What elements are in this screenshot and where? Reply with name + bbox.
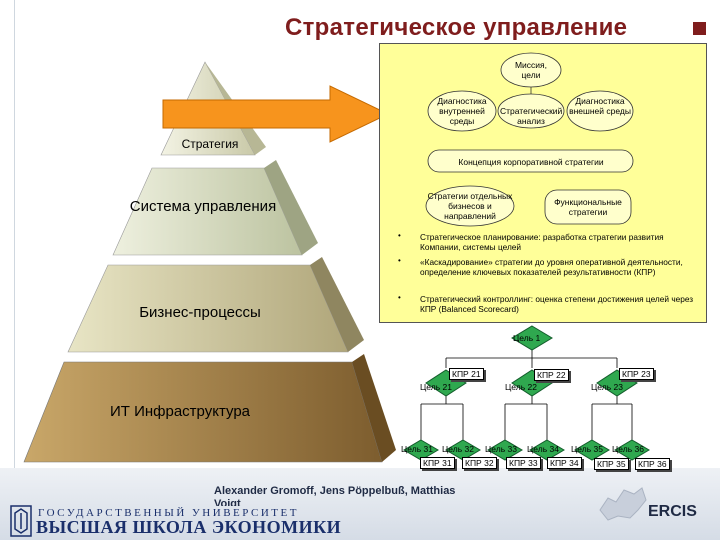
concept-box bbox=[427, 149, 634, 173]
strategy-arrow bbox=[162, 85, 390, 143]
goal-21-label: Цель 21 bbox=[420, 382, 452, 392]
kpi-23-box: КПР 23 bbox=[619, 368, 654, 380]
goal-23-label: Цель 23 bbox=[591, 382, 623, 392]
functional-strategies-label: Функциональные стратегии bbox=[554, 197, 622, 217]
kpi-34-box: КПР 34 bbox=[547, 457, 582, 469]
bullet-controlling: Стратегический контроллинг: оценка степе… bbox=[420, 294, 694, 314]
university-name-bottom: ВЫСШАЯ ШКОЛА ЭКОНОМИКИ bbox=[36, 517, 342, 537]
left-rule bbox=[14, 0, 15, 540]
goal-31-label: Цель 31 bbox=[401, 444, 433, 454]
pyramid-label-management: Система управления bbox=[129, 198, 277, 215]
kpi-32-box: КПР 32 bbox=[462, 457, 497, 469]
kpi-33-box: КПР 33 bbox=[506, 457, 541, 469]
slide-title: Стратегическое управление bbox=[285, 14, 628, 41]
kpi-22-box: КПР 22 bbox=[534, 369, 569, 381]
footer-authors-cont: Voigt bbox=[214, 498, 241, 506]
concept-label: Концепция корпоративной стратегии bbox=[458, 157, 604, 167]
goal-36-label: Цель 36 bbox=[612, 444, 644, 454]
bullet-marker: • bbox=[398, 256, 401, 265]
pyramid-tier-management-side bbox=[264, 160, 318, 255]
business-strategies-ellipse bbox=[425, 185, 515, 227]
footer-band bbox=[0, 468, 720, 540]
strategic-analysis-label: Стратегический анализ bbox=[500, 106, 563, 126]
footer-authors: Alexander Gromoff, Jens Pöppelbuß, Matth… bbox=[214, 485, 456, 497]
panel-shapes bbox=[425, 52, 634, 227]
university-name-top: ГОСУДАРСТВЕННЫЙ УНИВЕРСИТЕТ bbox=[38, 507, 299, 519]
diag-external-label: Диагностика внешней среды bbox=[569, 96, 631, 116]
goal-root-node bbox=[511, 325, 553, 351]
goal-32-label: Цель 32 bbox=[442, 444, 474, 454]
bullet-marker: • bbox=[398, 231, 401, 240]
diag-internal-label: Диагностика внутренней среды bbox=[437, 96, 487, 126]
pyramid-label-processes: Бизнес-процессы bbox=[139, 304, 261, 321]
hse-emblem-icon bbox=[10, 505, 32, 537]
mission-label: Миссия, цели bbox=[514, 60, 548, 80]
pyramid-label-infrastructure: ИТ Инфраструктура bbox=[109, 403, 251, 420]
bullet-marker: • bbox=[398, 293, 401, 302]
goal-22-label: Цель 22 bbox=[505, 382, 537, 392]
business-strategies-label: Стратегии отдельных бизнесов и направлен… bbox=[427, 191, 513, 221]
pyramid-tier-infrastructure-side bbox=[352, 354, 396, 462]
pyramid-tier-processes-side bbox=[310, 257, 364, 352]
bullet-cascading: «Каскадирование» стратегии до уровня опе… bbox=[420, 257, 683, 277]
goal-33-label: Цель 33 bbox=[485, 444, 517, 454]
goal-34-label: Цель 34 bbox=[527, 444, 559, 454]
strategic-analysis-ellipse bbox=[497, 93, 565, 129]
kpi-36-box: КПР 36 bbox=[635, 458, 670, 470]
strategy-panel bbox=[379, 43, 707, 323]
goal-node-36 bbox=[614, 439, 650, 461]
goal-root-label: Цель 1 bbox=[513, 333, 541, 343]
diag-external-ellipse bbox=[566, 90, 634, 132]
diag-internal-ellipse bbox=[427, 90, 497, 132]
functional-strategies-box bbox=[544, 189, 632, 225]
goal-node-35 bbox=[574, 439, 610, 461]
pyramid-label-strategy: Стратегия bbox=[181, 137, 239, 151]
europe-map-icon bbox=[599, 487, 647, 521]
goal-node-33 bbox=[487, 439, 523, 461]
ercis-logo: ERCIS bbox=[648, 503, 697, 520]
bullet-planning: Стратегическое планирование: разработка … bbox=[420, 232, 664, 252]
title-bullet-square bbox=[693, 22, 706, 35]
kpi-35-box: КПР 35 bbox=[594, 458, 629, 470]
goal-35-label: Цель 35 bbox=[571, 444, 603, 454]
goal-tree-connectors bbox=[420, 349, 633, 440]
kpi-31-box: КПР 31 bbox=[420, 457, 455, 469]
kpi-21-box: КПР 21 bbox=[449, 368, 484, 380]
